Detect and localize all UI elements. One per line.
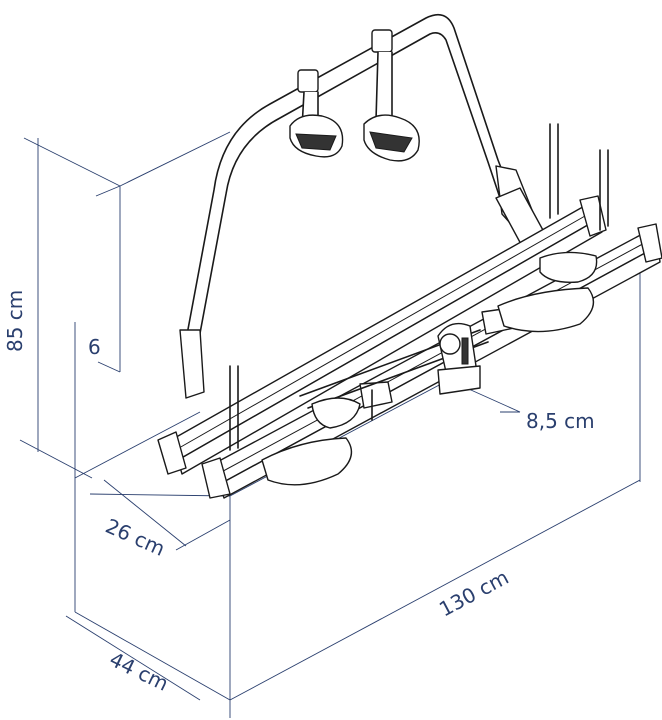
rail-front-endcap-right <box>637 223 662 263</box>
top-back-line <box>119 131 231 187</box>
top-depth-line <box>23 137 121 187</box>
frame-clamps <box>297 29 393 131</box>
offset-85-line <box>461 385 521 413</box>
depth-26-line <box>103 479 187 547</box>
rail-rear-endcap-left <box>157 431 187 475</box>
bike-rack <box>157 13 662 499</box>
holder-left-pad <box>295 133 337 151</box>
top-tick-line <box>95 185 121 197</box>
wheel-cup-rear-left <box>311 397 361 429</box>
label-offset-8-5: 8,5 cm <box>526 409 595 433</box>
mount-bracket <box>437 322 481 395</box>
base-left-edge <box>74 611 231 701</box>
left-hinge <box>179 329 205 399</box>
box-left-diag-2 <box>74 411 201 479</box>
label-depth-44: 44 cm <box>106 647 173 696</box>
depth-26-tick <box>175 519 231 551</box>
upright-frame <box>179 13 545 399</box>
label-depth-26: 26 cm <box>102 514 169 561</box>
wheel-cup-front-left <box>261 437 353 486</box>
height-6-tick <box>97 361 121 373</box>
wheel-cup-front-right <box>497 287 595 333</box>
rail-front-endcap-left <box>201 457 231 499</box>
dimension-box <box>19 131 641 718</box>
box-left-diag-1 <box>19 439 93 479</box>
posts <box>229 123 609 451</box>
label-width-130: 130 cm <box>435 565 513 621</box>
wheel-cup-rear-right <box>539 251 598 283</box>
clamp-top-right <box>371 29 393 53</box>
wheel-cups <box>261 251 598 486</box>
frame-holders <box>289 114 420 162</box>
clamp-top-left <box>297 69 319 93</box>
dimension-labels: 85 cm 6 8,5 cm 26 cm 130 cm 44 cm <box>3 290 595 696</box>
width-130-line <box>229 479 641 701</box>
label-height-85: 85 cm <box>3 290 27 352</box>
arm-right <box>375 51 393 121</box>
box-mid-line <box>89 493 231 497</box>
label-height-6: 6 <box>88 335 101 359</box>
holder-right-pad <box>369 131 413 153</box>
depth-44-line <box>65 615 201 701</box>
